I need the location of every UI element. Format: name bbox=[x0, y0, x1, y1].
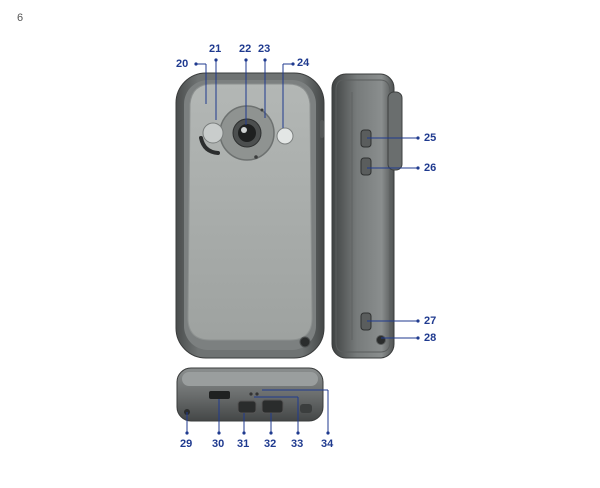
side-button-26 bbox=[360, 157, 372, 176]
stylus-slot bbox=[299, 336, 311, 348]
callout-26: 26 bbox=[424, 162, 437, 174]
callout-28: 28 bbox=[424, 332, 437, 344]
battery-cover bbox=[187, 83, 313, 341]
speaker-icon bbox=[199, 136, 220, 155]
callout-leaders bbox=[185, 58, 420, 435]
self-portrait-mirror bbox=[202, 122, 224, 144]
page-number: 6 bbox=[17, 12, 24, 24]
flash-light-icon bbox=[276, 127, 294, 145]
callout-32: 32 bbox=[264, 438, 277, 450]
port-31 bbox=[237, 400, 257, 414]
device-bottom-view bbox=[176, 367, 324, 422]
callout-27: 27 bbox=[424, 315, 437, 327]
port-32 bbox=[261, 399, 284, 414]
callout-25: 25 bbox=[424, 132, 437, 144]
callout-23: 23 bbox=[258, 43, 271, 55]
callout-22: 22 bbox=[239, 43, 252, 55]
callout-34: 34 bbox=[321, 438, 334, 450]
device-back-view bbox=[175, 72, 325, 359]
callout-30: 30 bbox=[212, 438, 225, 450]
side-port-28 bbox=[376, 335, 386, 345]
callout-29: 29 bbox=[180, 438, 193, 450]
callout-21: 21 bbox=[209, 43, 222, 55]
card-slot bbox=[209, 391, 230, 399]
callout-33: 33 bbox=[291, 438, 304, 450]
device-side-view bbox=[331, 73, 403, 359]
callout-31: 31 bbox=[237, 438, 250, 450]
callout-20: 20 bbox=[176, 58, 189, 70]
callout-24: 24 bbox=[297, 57, 310, 69]
camera-lens-icon bbox=[238, 124, 256, 142]
